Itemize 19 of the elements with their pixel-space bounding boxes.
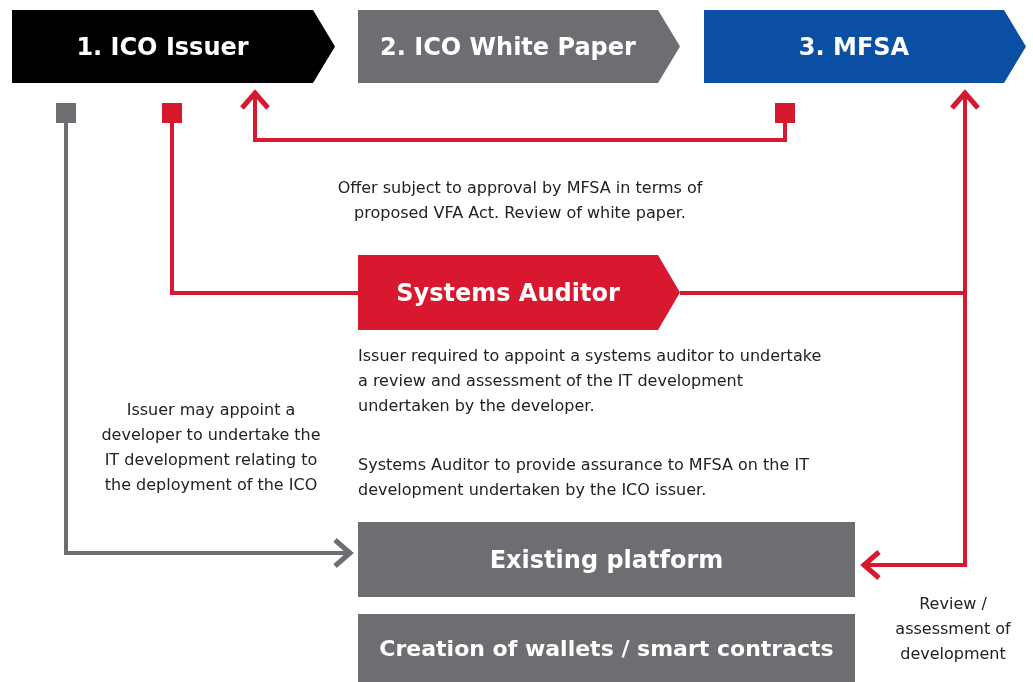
arrow bbox=[239, 90, 795, 142]
arrow bbox=[56, 103, 353, 569]
note-text: Issuer may appoint a developer to undertake the IT development relating to the deployment of the ICO bbox=[100, 399, 322, 496]
node-label: Existing platform bbox=[489, 545, 724, 574]
step-banner bbox=[12, 10, 335, 83]
node-label: 2. ICO White Paper bbox=[380, 32, 636, 61]
node-label: 3. MFSA bbox=[798, 32, 910, 61]
process-box bbox=[358, 614, 855, 682]
note-text: Offer subject to approval by MFSA in terms of proposed VFA Act. Review of white paper. bbox=[336, 177, 704, 224]
process-box bbox=[358, 522, 855, 597]
note-text: Systems Auditor to provide assurance to MFSA on the IT development undertaken by the ICO issuer. bbox=[358, 454, 810, 501]
step-banner bbox=[704, 10, 1026, 83]
note-text: Review / assessment of development bbox=[894, 593, 1012, 665]
step-banner bbox=[358, 255, 680, 330]
node-label: Systems Auditor bbox=[396, 278, 620, 307]
note-text: Issuer required to appoint a systems auditor to undertake a review and assessment of the IT development undertaken by the developer. bbox=[358, 345, 823, 417]
node-label: Creation of wallets / smart contracts bbox=[379, 635, 834, 661]
node-label: 1. ICO Issuer bbox=[76, 32, 249, 61]
step-banner bbox=[358, 10, 680, 83]
